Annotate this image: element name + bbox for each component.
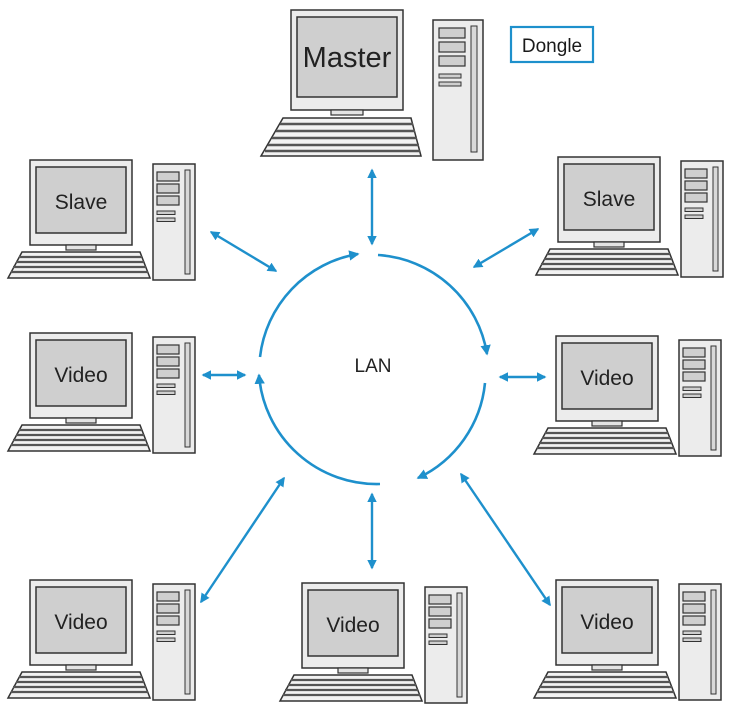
- desktop-computer-icon: [6, 158, 197, 282]
- computer-video-bottom-right[interactable]: Video: [532, 578, 723, 702]
- lan-ring-arc-bottom-left: [254, 373, 381, 486]
- computer-label-video-bottom-left: Video: [54, 611, 107, 634]
- computer-label-slave-left: Slave: [55, 191, 108, 214]
- lan-label: LAN: [355, 356, 392, 377]
- desktop-computer-icon: [278, 581, 469, 705]
- computer-video-bottom-left[interactable]: Video: [6, 578, 197, 702]
- computer-label-video-left: Video: [54, 364, 107, 387]
- lan-ring-arc-top-right: [377, 253, 491, 356]
- computer-label-video-right: Video: [580, 367, 633, 390]
- lan-ring: [254, 250, 491, 486]
- desktop-computer-icon: [532, 578, 723, 702]
- desktop-computer-icon: [532, 334, 723, 458]
- link-video-bottom-left: [200, 476, 285, 604]
- computer-label-video-bottom-right: Video: [580, 611, 633, 634]
- dongle-label: Dongle: [522, 36, 582, 57]
- desktop-computer-icon: [534, 155, 725, 279]
- lan-ring-arc-bottom-right: [416, 382, 487, 480]
- computer-video-left[interactable]: Video: [6, 331, 197, 455]
- dongle-box: [509, 25, 595, 64]
- lan-ring-arc-top-left: [258, 250, 360, 358]
- connections: [200, 168, 551, 607]
- computer-label-master: Master: [303, 42, 392, 74]
- desktop-computer-icon: [6, 578, 197, 702]
- computer-video-right[interactable]: Video: [532, 334, 723, 458]
- computer-slave-left[interactable]: Slave: [6, 158, 197, 282]
- computer-label-video-bottom-center: Video: [326, 614, 379, 637]
- computer-master[interactable]: Master: [259, 8, 485, 162]
- link-video-bottom-right: [460, 472, 551, 607]
- dongle[interactable]: Dongle: [509, 25, 595, 64]
- link-slave-right: [472, 227, 540, 269]
- link-slave-left: [209, 230, 278, 273]
- computer-video-bottom-center[interactable]: Video: [278, 581, 469, 705]
- desktop-computer-icon: [259, 8, 485, 162]
- computer-label-slave-right: Slave: [583, 188, 636, 211]
- desktop-computer-icon: [6, 331, 197, 455]
- computer-slave-right[interactable]: Slave: [534, 155, 725, 279]
